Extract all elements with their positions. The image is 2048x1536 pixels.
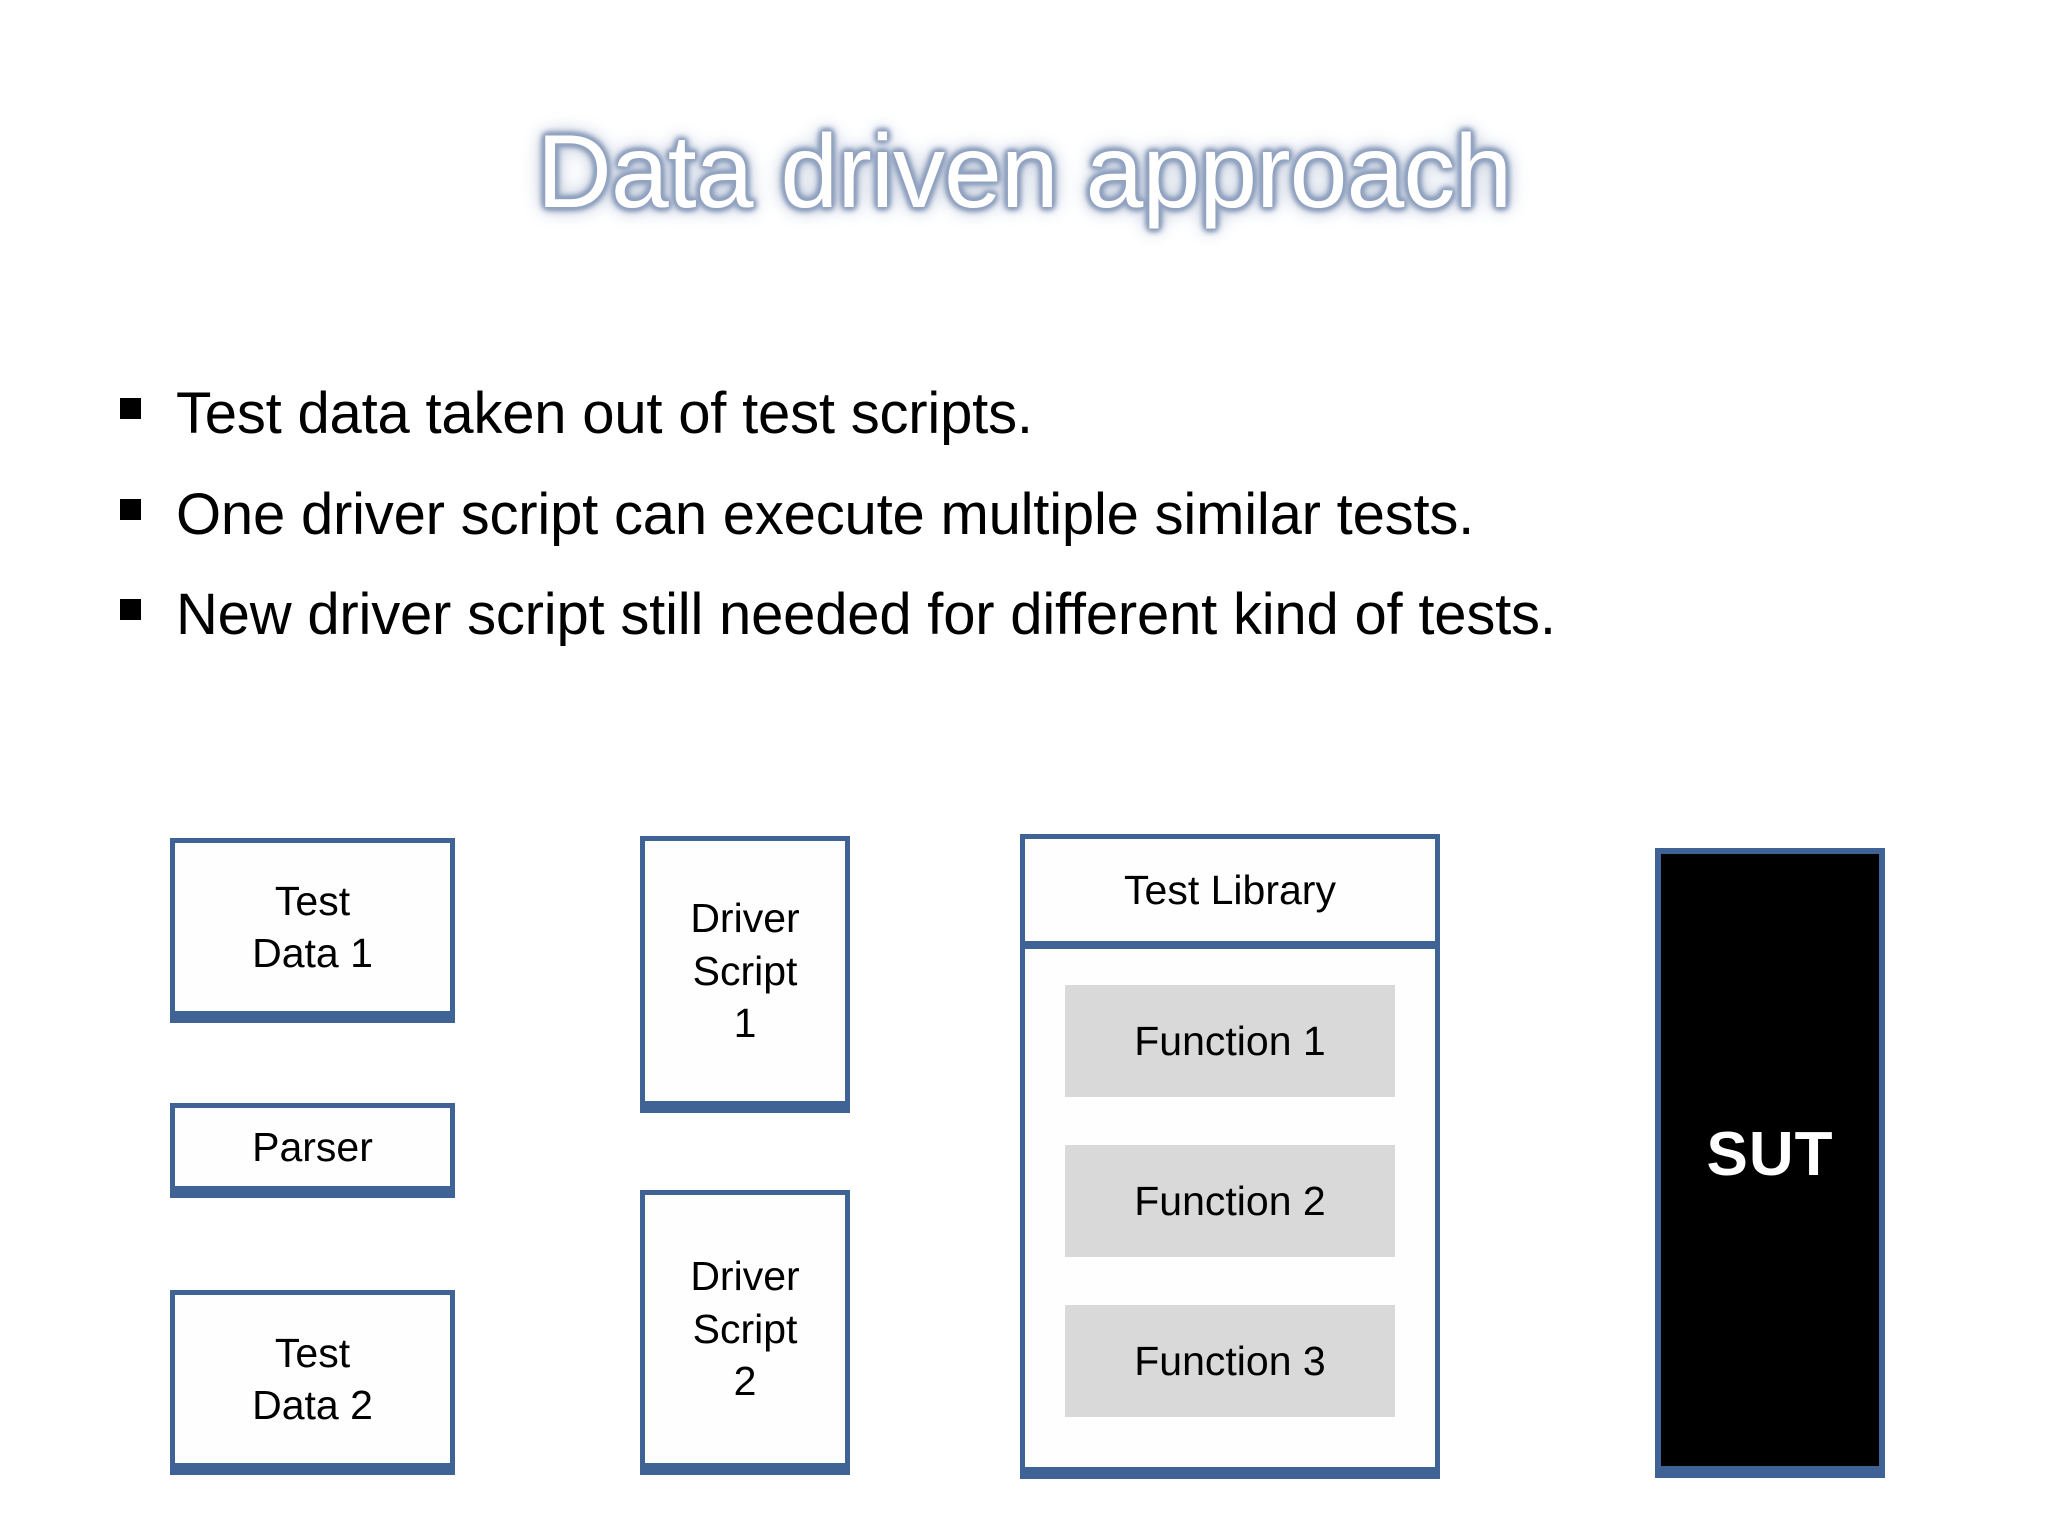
driver-script-2-box: Driver Script 2	[640, 1190, 850, 1475]
driver-script-1-line1: Driver	[690, 895, 800, 942]
test-data-1-line2: Data 1	[252, 930, 373, 976]
test-library-header: Test Library	[1025, 839, 1435, 949]
bullet-text: One driver script can execute multiple s…	[176, 481, 1475, 547]
square-bullet-icon	[120, 372, 150, 419]
driver-script-2-line1: Driver	[690, 1253, 800, 1300]
list-item: Test data taken out of test scripts.	[120, 372, 1940, 457]
bullet-text: Test data taken out of test scripts.	[176, 381, 1033, 446]
list-item: New driver script still needed for diffe…	[120, 573, 1940, 658]
test-data-1-box: Test Data 1	[170, 838, 455, 1023]
function-1-box: Function 1	[1065, 985, 1395, 1097]
function-3-box: Function 3	[1065, 1305, 1395, 1417]
bullet-list: Test data taken out of test scripts. One…	[120, 372, 1940, 674]
function-1-label: Function 1	[1134, 1017, 1326, 1064]
test-library-panel: Test Library Function 1 Function 2 Funct…	[1020, 834, 1440, 1479]
parser-box: Parser	[170, 1103, 455, 1198]
driver-script-1-line3: 1	[733, 1000, 757, 1047]
test-library-title: Test Library	[1124, 866, 1336, 913]
sut-label: SUT	[1706, 1119, 1834, 1189]
function-2-label: Function 2	[1134, 1177, 1326, 1224]
function-2-box: Function 2	[1065, 1145, 1395, 1257]
test-data-1-line1: Test	[274, 877, 351, 924]
parser-label: Parser	[252, 1123, 373, 1170]
test-data-2-line2: Data 2	[252, 1382, 373, 1428]
test-library-body: Function 1 Function 2 Function 3	[1025, 949, 1435, 1467]
bullet-text: New driver script still needed for diffe…	[176, 582, 1556, 648]
test-data-2-line1: Test	[274, 1329, 351, 1376]
driver-script-1-line2: Script	[692, 947, 798, 994]
driver-script-1-box: Driver Script 1	[640, 836, 850, 1113]
function-3-label: Function 3	[1134, 1337, 1326, 1384]
driver-script-2-line3: 2	[733, 1358, 757, 1405]
square-bullet-icon	[120, 573, 150, 621]
square-bullet-icon	[120, 473, 150, 520]
page-title: Data driven approach	[536, 114, 1512, 230]
driver-script-2-line2: Script	[692, 1305, 798, 1352]
list-item: One driver script can execute multiple s…	[120, 473, 1940, 558]
test-data-2-box: Test Data 2	[170, 1290, 455, 1475]
sut-box: SUT	[1655, 848, 1885, 1478]
